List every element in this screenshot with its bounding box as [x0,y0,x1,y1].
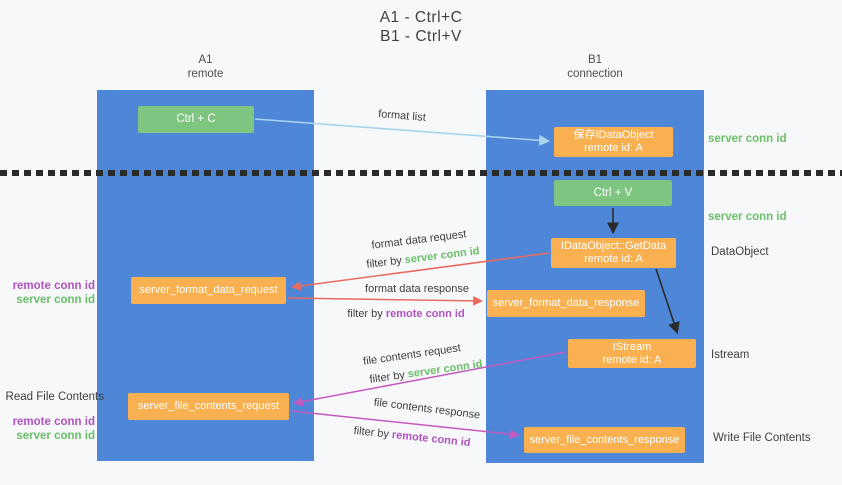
server-conn-id-text: server conn id [407,358,484,381]
node-server-format-data-response: server_format_data_response [487,290,645,317]
node-idataobject-getdata: IDataObject::GetData remote id: A [551,238,676,268]
node-save-idataobject-line1: 保存IDataObject [573,129,654,141]
node-save-idataobject: 保存IDataObject remote id: A [554,127,673,157]
label-server-conn-id-format: server conn id [16,294,95,306]
label-format-list: format list [377,108,427,124]
node-server-file-contents-request: server_file_contents_request [128,393,289,420]
arrow-format-data-response [287,296,483,306]
node-server-file-contents-request-label: server_file_contents_request [137,400,280,412]
label-server-conn-id-top: server conn id [708,133,787,145]
node-istream: IStream remote id: A [568,339,696,368]
node-server-format-data-request-label: server_format_data_request [139,284,278,296]
column-header-b1: B1 connection [486,53,704,81]
label-dataobject: DataObject [711,246,769,258]
node-idataobject-getdata-line2: remote id: A [584,253,643,265]
label-write-file-contents: Write File Contents [713,432,811,444]
title-line-2: B1 - Ctrl+V [380,28,462,45]
label-server-conn-id-mid: server conn id [708,211,787,223]
node-ctrl-c-label: Ctrl + C [176,113,216,125]
node-server-format-data-request: server_format_data_request [131,277,286,304]
node-idataobject-getdata-line1: IDataObject::GetData [560,240,667,252]
filter-by-text: filter by [365,254,403,271]
column-a1-subtitle: remote [187,68,224,80]
column-b1-name: B1 [587,54,603,66]
column-b1-subtitle: connection [567,68,623,80]
remote-conn-id-text: remote conn id [391,428,471,450]
filter-by-text: filter by [347,308,383,320]
label-server-conn-id-file: server conn id [16,430,95,442]
node-istream-line1: IStream [612,340,652,353]
section-divider-dotted-line [0,170,842,176]
label-istream: Istream [711,349,750,361]
label-remote-conn-id-format: remote conn id [12,280,95,292]
node-server-file-contents-response-label: server_file_contents_response [529,433,680,446]
remote-conn-id-text: remote conn id [385,308,465,320]
node-server-format-data-response-label: server_format_data_response [492,297,640,309]
node-ctrl-v: Ctrl + V [554,180,672,206]
label-filter-by-remote-conn-id-file: filter by remote conn id [353,425,471,449]
diagram-title: A1 - Ctrl+C B1 - Ctrl+V [0,8,842,46]
label-format-data-response: format data response [365,283,469,295]
label-file-contents-response: file contents response [373,396,481,422]
filter-by-text: filter by [368,369,406,386]
node-ctrl-v-label: Ctrl + V [593,186,633,199]
label-filter-by-remote-conn-id-format: filter by remote conn id [347,308,464,320]
server-conn-id-text: server conn id [404,245,481,267]
node-server-file-contents-response: server_file_contents_response [524,427,685,453]
node-istream-line2: remote id: A [602,353,662,366]
label-read-file-contents: Read File Contents [5,391,104,403]
filter-by-text: filter by [353,424,390,441]
column-header-a1: A1 remote [97,53,314,81]
title-line-1: A1 - Ctrl+C [379,9,463,26]
node-save-idataobject-line2: remote id: A [584,142,643,154]
label-remote-conn-id-file: remote conn id [12,416,95,428]
column-a1-name: A1 [198,54,213,66]
node-ctrl-c: Ctrl + C [138,106,254,133]
